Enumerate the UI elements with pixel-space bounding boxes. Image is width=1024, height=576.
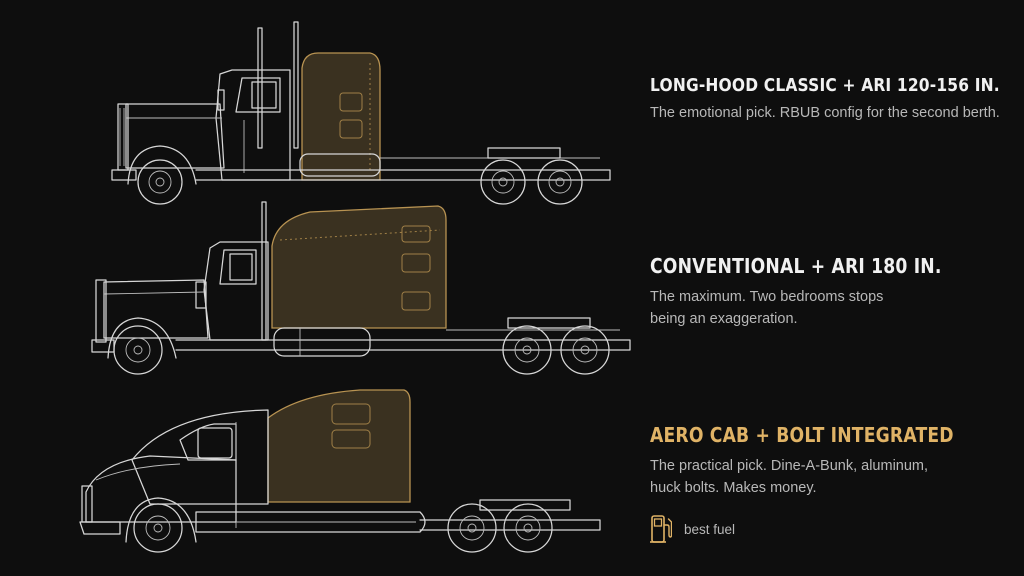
description-line: being an exaggeration. (650, 311, 798, 327)
aero-cab-truck-illustration (79, 389, 601, 553)
description-line: The maximum. Two bedrooms stops (650, 289, 884, 305)
wheel (137, 159, 183, 205)
config-description: The emotional pick. RBUB config for the … (650, 102, 1024, 124)
config-title: CONVENTIONAL + ARI 180 IN. (650, 254, 942, 278)
conventional-truck-illustration (91, 201, 631, 375)
description-line: huck bolts. Makes money. (650, 480, 817, 496)
fuel-pump-icon (650, 515, 672, 543)
best-fuel-badge: best fuel (650, 513, 735, 545)
description-line: The emotional pick. RBUB config for the … (650, 105, 1000, 121)
config-description: The maximum. Two bedrooms stops being an… (650, 286, 989, 330)
config-block-conventional: CONVENTIONAL + ARI 180 IN. The maximum. … (650, 254, 989, 330)
config-block-long-hood: LONG-HOOD CLASSIC + ARI 120-156 IN. The … (650, 75, 1024, 124)
best-fuel-label: best fuel (684, 521, 736, 537)
config-title: LONG-HOOD CLASSIC + ARI 120-156 IN. (650, 75, 1000, 96)
config-title-highlighted: AERO CAB + BOLT INTEGRATED (650, 423, 954, 447)
config-description: The practical pick. Dine-A-Bunk, aluminu… (650, 455, 1003, 499)
long-hood-truck-illustration (111, 21, 611, 205)
config-block-aero-cab: AERO CAB + BOLT INTEGRATED The practical… (650, 423, 1003, 499)
description-line: The practical pick. Dine-A-Bunk, aluminu… (650, 458, 929, 474)
